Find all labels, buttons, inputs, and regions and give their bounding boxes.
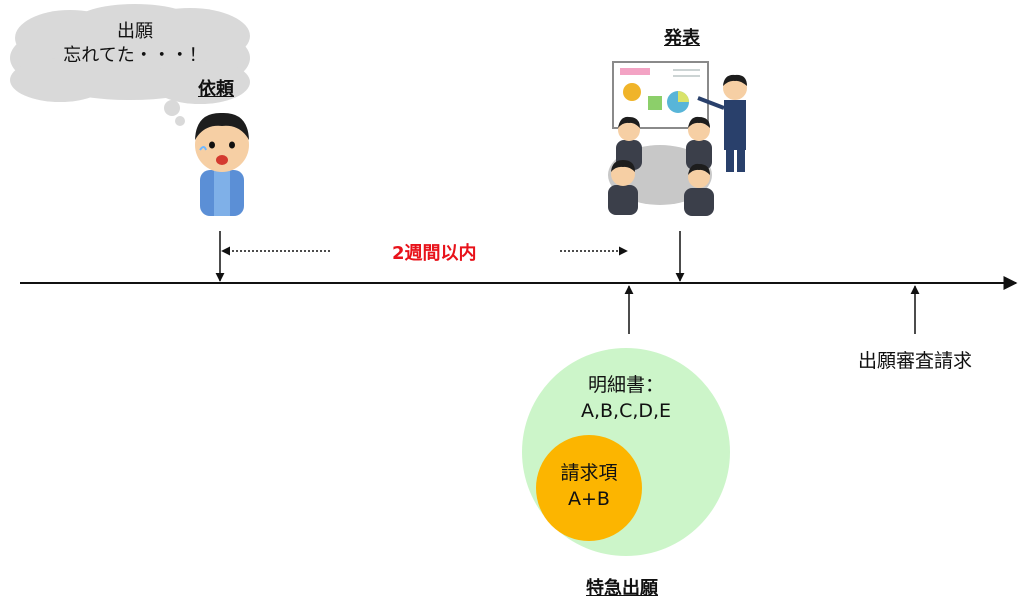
spec-line-1: 明細書： xyxy=(587,374,664,396)
claims-circle xyxy=(536,435,642,541)
thought-line-2: 忘れてた・・・！ xyxy=(63,45,207,66)
presentation-scene-icon xyxy=(608,61,747,216)
presentation-label: 発表 xyxy=(664,28,700,49)
thought-line-1: 出願 xyxy=(117,21,153,42)
request-label: 依頼 xyxy=(198,79,234,100)
worried-worker-icon xyxy=(195,112,249,216)
thought-text: 出願 忘れてた・・・！ xyxy=(55,20,215,68)
special-filing-label: 特急出願 xyxy=(586,578,658,599)
claims-line-2: A+B xyxy=(568,488,610,510)
claims-line-1: 請求項 xyxy=(560,462,618,484)
exam-request-label: 出願審査請求 xyxy=(858,350,973,372)
thought-cloud xyxy=(10,4,250,126)
within-two-weeks-label: 2週間以内 xyxy=(392,243,477,264)
claims-circle-text: 請求項 A+B xyxy=(539,460,639,512)
spec-line-2: A,B,C,D,E xyxy=(580,400,672,422)
spec-circle-text: 明細書： A,B,C,D,E xyxy=(556,372,696,424)
